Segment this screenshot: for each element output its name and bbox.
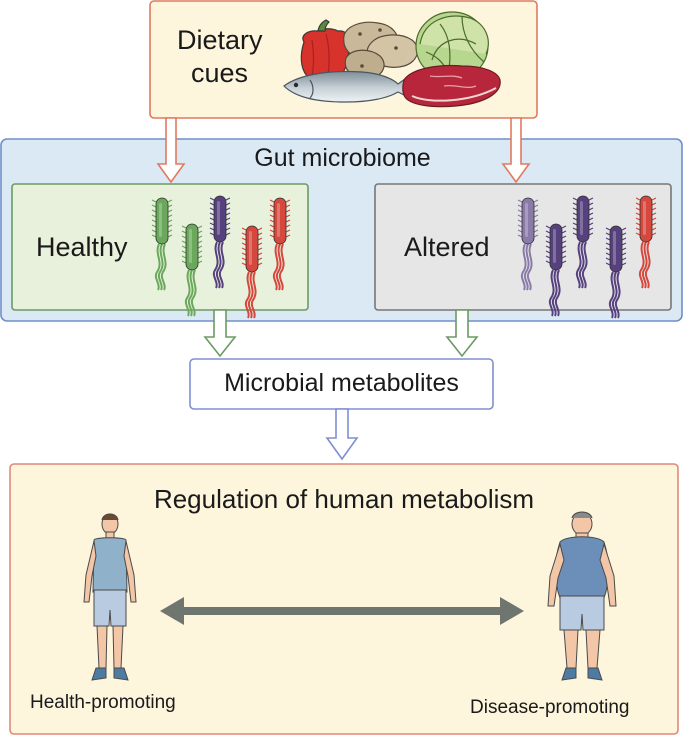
bacterium-icon bbox=[181, 223, 203, 317]
steak-icon bbox=[402, 64, 501, 108]
cabbage-icon bbox=[415, 11, 489, 81]
bacterium-icon bbox=[572, 195, 594, 289]
bacterium-icon bbox=[269, 197, 291, 291]
healthy-label: Healthy bbox=[36, 232, 128, 262]
bacterium-icon bbox=[209, 195, 231, 289]
regulation-box bbox=[9, 463, 679, 735]
gut-microbiome-title: Gut microbiome bbox=[254, 144, 431, 172]
disease-promoting-label: Disease-promoting bbox=[470, 697, 630, 718]
potatoes-icon bbox=[343, 21, 419, 79]
dietary-to-altered-arrow bbox=[501, 117, 531, 184]
obese-person-icon bbox=[547, 511, 617, 681]
bacterium-icon bbox=[517, 197, 539, 291]
metabolites-to-regulation-arrow bbox=[325, 408, 359, 461]
bacterium-icon bbox=[241, 225, 263, 319]
regulation-title: Regulation of human metabolism bbox=[153, 484, 535, 514]
health-promoting-label: Health-promoting bbox=[30, 692, 176, 713]
bacterium-icon bbox=[545, 223, 567, 317]
bacterium-icon bbox=[151, 197, 173, 291]
dietary-cues-label-line2: cues bbox=[191, 58, 249, 88]
healthy-to-metabolites-arrow bbox=[203, 309, 237, 358]
bacterium-icon bbox=[605, 225, 627, 319]
double-headed-arrow bbox=[160, 597, 524, 625]
microbial-metabolites-label: Microbial metabolites bbox=[224, 369, 459, 397]
dietary-to-healthy-arrow bbox=[156, 117, 186, 184]
dietary-cues-label-line1: Dietary bbox=[177, 25, 263, 55]
altered-to-metabolites-arrow bbox=[445, 309, 479, 358]
altered-label: Altered bbox=[404, 232, 490, 262]
bacterium-icon bbox=[635, 195, 657, 289]
lean-person-icon bbox=[83, 513, 137, 681]
